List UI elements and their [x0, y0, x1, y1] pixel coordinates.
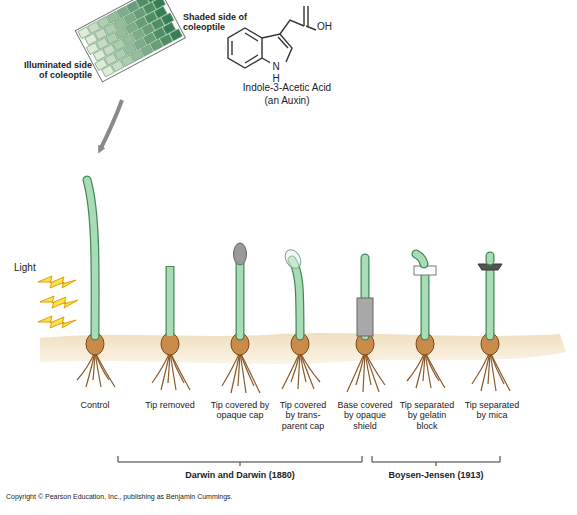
root	[300, 352, 320, 382]
coleoptile	[166, 266, 175, 336]
root	[238, 352, 240, 386]
compound-name: (an Auxin)	[217, 95, 357, 107]
coleoptile	[167, 267, 174, 336]
root	[472, 352, 490, 384]
coleoptile	[87, 180, 95, 336]
root	[222, 352, 240, 386]
opaque-cap	[234, 243, 247, 265]
root	[161, 352, 170, 390]
treatment-label: Tip covered by opaque cap	[208, 400, 272, 421]
coleoptile	[416, 254, 424, 264]
treatment-label: Base covered by opaque shield	[333, 400, 397, 431]
coleoptile	[421, 276, 430, 336]
treatment-label: Tip separated by gelatin block	[397, 400, 457, 431]
root	[93, 352, 95, 380]
root	[488, 352, 490, 384]
coleoptile	[236, 258, 245, 336]
root	[240, 352, 260, 393]
seed	[161, 333, 179, 355]
atom-label: N	[270, 61, 282, 73]
side-label: Illuminated side of coleoptile	[20, 60, 92, 81]
coleoptile	[87, 180, 95, 336]
experiment-group: Boysen-Jensen (1913)	[371, 470, 501, 480]
transparent-cap	[282, 247, 304, 271]
treatment-label: Tip removed	[138, 400, 202, 410]
coleoptile	[422, 276, 429, 336]
root	[231, 352, 240, 393]
atom-label: OH	[317, 21, 341, 33]
root	[298, 352, 300, 389]
coleoptile	[487, 256, 494, 261]
bracket	[118, 456, 500, 466]
treatment-label: Tip covered by trans- parent cap	[274, 400, 332, 431]
light-bolts	[38, 276, 78, 328]
plant-cell	[170, 29, 183, 41]
treatment-label: Tip separated by mica	[460, 400, 524, 421]
root	[347, 352, 365, 392]
root	[168, 352, 170, 383]
root	[300, 352, 314, 389]
root	[95, 352, 115, 387]
root	[425, 352, 445, 388]
inset-arrow	[100, 100, 122, 150]
coleoptile	[292, 260, 300, 336]
side-label: Shaded side of coleoptile	[183, 12, 253, 33]
treatment-label: Control	[63, 400, 127, 410]
compound-name: Indole-3-Acetic Acid	[217, 82, 357, 94]
opaque-shield	[357, 298, 373, 336]
root	[490, 352, 510, 391]
root	[416, 352, 425, 388]
experiment-group: Darwin and Darwin (1880)	[140, 470, 340, 480]
root	[170, 352, 190, 390]
root	[365, 352, 385, 385]
root	[363, 352, 365, 392]
root	[77, 352, 95, 380]
coleoptile	[416, 254, 424, 264]
coleoptile	[237, 258, 244, 336]
coleoptile	[486, 256, 495, 261]
root	[423, 352, 425, 381]
light-label: Light	[14, 262, 54, 274]
root	[282, 352, 300, 389]
root	[481, 352, 490, 391]
coleoptile	[486, 272, 495, 336]
root	[407, 352, 425, 381]
seedlings	[77, 180, 510, 393]
root	[86, 352, 95, 387]
coleoptile	[292, 260, 300, 336]
root	[152, 352, 170, 383]
coleoptile	[487, 272, 494, 336]
copyright-note: Copyright © Pearson Education, Inc., pub…	[6, 493, 366, 501]
